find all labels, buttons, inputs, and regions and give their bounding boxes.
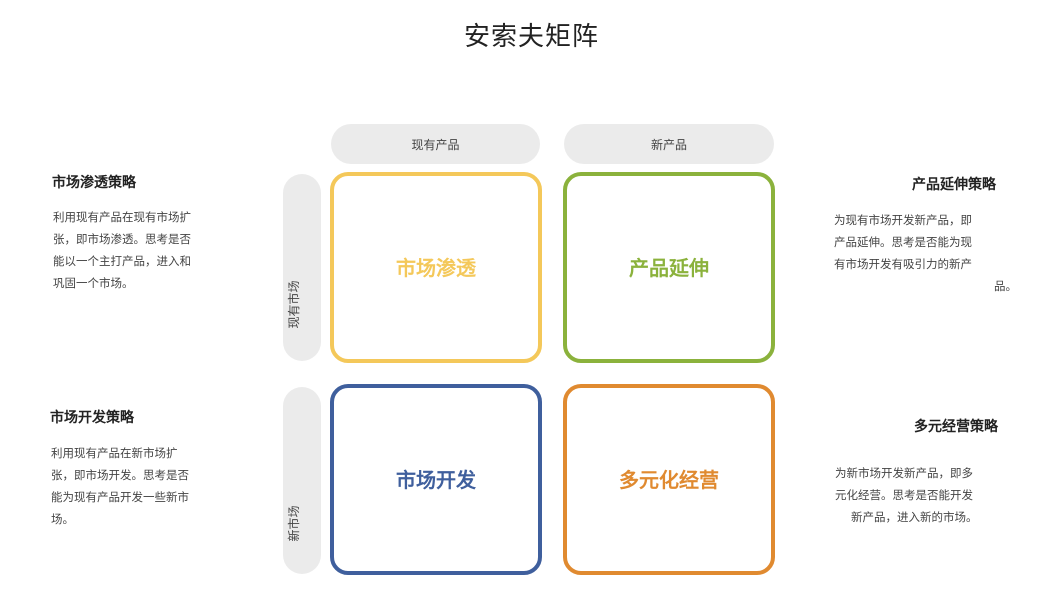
quadrant-market-development: 市场开发: [330, 384, 542, 575]
desc-line: 为新市场开发新产品，即多: [835, 466, 973, 480]
strategy-desc-penetration: 利用现有产品在现有市场扩 张，即市场渗透。思考是否 能以一个主打产品，进入和 巩…: [53, 206, 208, 294]
column-label: 新产品: [650, 137, 687, 152]
desc-line: 利用现有产品在新市场扩: [51, 446, 178, 460]
strategy-desc-diversification: 为新市场开发新产品，即多 元化经营。思考是否能开发 新产品，进入新的市场。: [835, 462, 990, 528]
row-header-new-market: 新市场: [283, 387, 321, 574]
desc-line: 为现有市场开发新产品，即: [834, 213, 972, 227]
desc-line: 利用现有产品在现有市场扩: [53, 210, 191, 224]
page-title: 安索夫矩阵: [463, 22, 599, 52]
column-label: 现有产品: [411, 137, 460, 152]
row-label: 新市场: [287, 505, 301, 542]
quadrant-diversification: 多元化经营: [563, 384, 775, 575]
row-label: 现有市场: [287, 280, 301, 329]
quadrant-label: 产品延伸: [629, 256, 709, 280]
strategy-title-market-development: 市场开发策略: [50, 410, 134, 426]
desc-line: 能以一个主打产品，进入和: [53, 254, 191, 268]
desc-line: 元化经营。思考是否能开发: [835, 488, 973, 502]
desc-line: 张，即市场开发。思考是否: [51, 468, 189, 482]
desc-line: 新产品，进入新的市场。: [851, 510, 978, 524]
strategy-title-penetration: 市场渗透策略: [52, 175, 136, 191]
strategy-desc-market-development: 利用现有产品在新市场扩 张，即市场开发。思考是否 能为现有产品开发一些新市 场。: [51, 442, 206, 530]
desc-line: 品。: [994, 279, 1017, 293]
desc-line: 有市场开发有吸引力的新产: [834, 257, 972, 271]
desc-line: 能为现有产品开发一些新市: [51, 490, 189, 504]
strategy-title-product-extension: 产品延伸策略: [912, 177, 996, 193]
quadrant-label: 多元化经营: [619, 468, 719, 492]
quadrant-label: 市场渗透: [396, 256, 476, 280]
row-header-existing-market: 现有市场: [283, 174, 321, 361]
strategy-desc-product-extension: 为现有市场开发新产品，即 产品延伸。思考是否能为现 有市场开发有吸引力的新产 品…: [834, 209, 1017, 297]
column-header-existing-products: 现有产品: [331, 124, 540, 164]
desc-line: 产品延伸。思考是否能为现: [834, 235, 972, 249]
strategy-title-diversification: 多元经营策略: [914, 419, 998, 435]
desc-line: 巩固一个市场。: [53, 276, 134, 290]
column-header-new-products: 新产品: [564, 124, 774, 164]
desc-line: 场。: [51, 512, 74, 526]
quadrant-label: 市场开发: [396, 468, 476, 492]
quadrant-product-extension: 产品延伸: [563, 172, 775, 363]
quadrant-market-penetration: 市场渗透: [330, 172, 542, 363]
desc-line: 张，即市场渗透。思考是否: [53, 232, 191, 246]
